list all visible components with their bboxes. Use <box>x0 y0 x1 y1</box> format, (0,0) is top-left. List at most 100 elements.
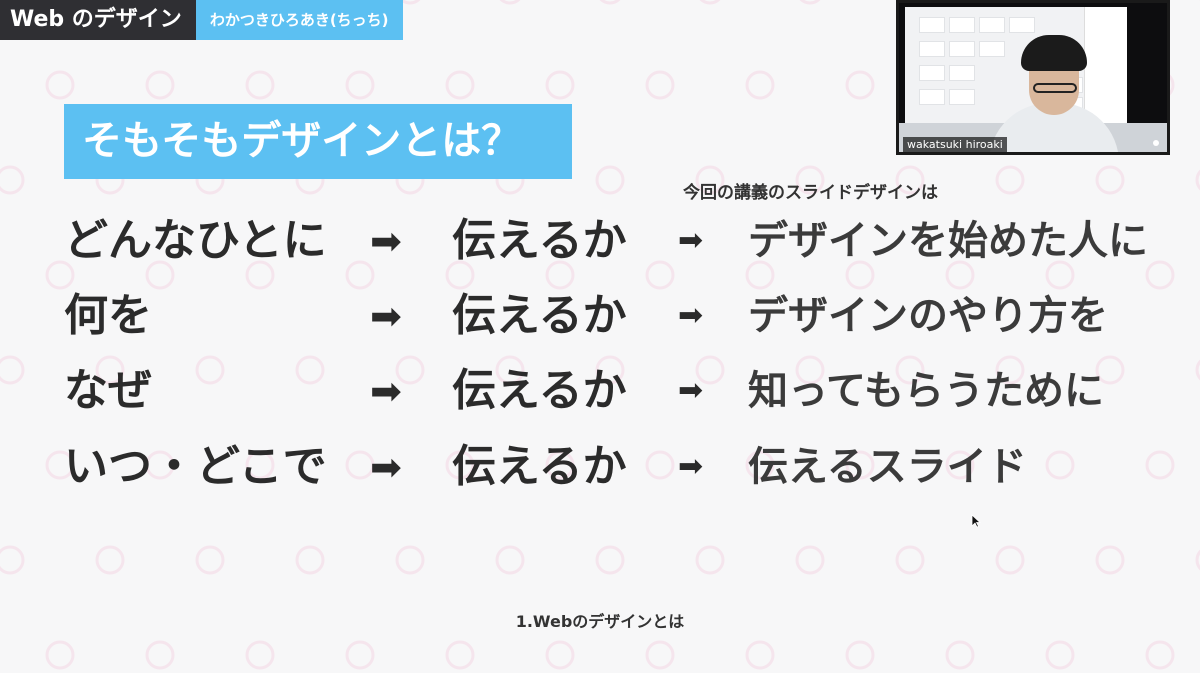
row-right-text: デザインのやり方を <box>748 293 1108 339</box>
background-ring <box>795 165 825 195</box>
webcam-overlay: wakatsuki hiroaki <box>896 0 1170 155</box>
mouse-pointer-icon <box>971 514 981 528</box>
background-ring <box>295 355 325 385</box>
background-ring <box>545 70 575 100</box>
background-ring <box>545 450 575 480</box>
background-ring <box>1095 545 1125 575</box>
background-ring <box>795 355 825 385</box>
background-ring <box>845 260 875 290</box>
background-ring <box>0 355 25 385</box>
background-ring <box>945 640 975 670</box>
background-ring <box>599 0 621 5</box>
background-ring <box>595 545 625 575</box>
right-arrow-icon: ➡ <box>678 373 704 408</box>
slide-row: なぜ ➡ 伝えるか ➡ 知ってもらうために <box>0 361 1200 421</box>
background-ring <box>445 70 475 100</box>
background-ring <box>445 640 475 670</box>
background-ring <box>695 355 725 385</box>
background-ring <box>745 260 775 290</box>
row-right-text: デザインを始めた人に <box>748 218 1148 264</box>
webcam-background-monitor <box>905 7 1127 129</box>
background-ring <box>345 640 375 670</box>
background-ring <box>945 450 975 480</box>
background-ring <box>799 0 821 5</box>
background-ring <box>699 0 721 5</box>
background-ring <box>499 0 521 5</box>
background-ring <box>745 450 775 480</box>
background-ring <box>345 70 375 100</box>
row-mid-text: 伝えるか <box>452 441 627 492</box>
background-ring <box>399 0 421 5</box>
background-ring <box>995 545 1025 575</box>
right-arrow-icon: ➡ <box>678 223 704 258</box>
background-ring <box>745 70 775 100</box>
background-ring <box>845 70 875 100</box>
background-ring <box>645 640 675 670</box>
background-ring <box>695 165 725 195</box>
background-ring <box>45 70 75 100</box>
background-ring <box>945 260 975 290</box>
background-ring <box>995 355 1025 385</box>
background-ring <box>645 450 675 480</box>
background-ring <box>895 355 925 385</box>
background-ring <box>145 640 175 670</box>
background-ring <box>445 450 475 480</box>
row-right-text: 知ってもらうために <box>748 368 1104 414</box>
slide-caption: 今回の講義のスライドデザインは <box>683 183 938 203</box>
row-left-text: いつ・どこで <box>64 441 327 492</box>
background-ring <box>195 355 225 385</box>
background-ring <box>1095 355 1125 385</box>
background-ring <box>595 165 625 195</box>
background-ring <box>645 70 675 100</box>
background-ring <box>495 355 525 385</box>
webcam-monitor-sidebar <box>1084 7 1127 129</box>
row-mid-text: 伝えるか <box>452 365 627 416</box>
background-ring <box>0 165 25 195</box>
right-arrow-icon: ➡ <box>370 445 402 489</box>
background-ring <box>145 70 175 100</box>
background-ring <box>345 260 375 290</box>
background-ring <box>45 260 75 290</box>
background-ring <box>245 70 275 100</box>
background-ring <box>145 260 175 290</box>
background-ring <box>1045 450 1075 480</box>
speaker-name: わかつきひろあき(ちっち) <box>195 0 403 40</box>
background-ring <box>395 355 425 385</box>
background-ring <box>845 450 875 480</box>
background-ring <box>1145 450 1175 480</box>
background-ring <box>895 165 925 195</box>
webcam-name-label: wakatsuki hiroaki <box>903 137 1007 152</box>
right-arrow-icon: ➡ <box>370 219 402 263</box>
background-ring <box>995 165 1025 195</box>
background-ring <box>1145 260 1175 290</box>
background-ring <box>595 355 625 385</box>
background-ring <box>295 545 325 575</box>
background-ring <box>1095 165 1125 195</box>
background-ring <box>45 640 75 670</box>
slide-row: 何を ➡ 伝えるか ➡ デザインのやり方を <box>0 286 1200 346</box>
slide-row: どんなひとに ➡ 伝えるか ➡ デザインを始めた人に <box>0 211 1200 271</box>
background-ring <box>245 260 275 290</box>
background-ring <box>895 545 925 575</box>
row-left-text: どんなひとに <box>64 215 327 266</box>
background-ring <box>1045 260 1075 290</box>
webcam-person-hair <box>1021 35 1087 71</box>
row-mid-text: 伝えるか <box>452 290 627 341</box>
slide-footer: 1.Webのデザインとは <box>515 612 685 631</box>
background-ring <box>1195 359 1200 381</box>
background-ring <box>845 640 875 670</box>
right-arrow-icon: ➡ <box>370 369 402 413</box>
background-ring <box>795 545 825 575</box>
header-tag: Web のデザイン わかつきひろあき(ちっち) <box>0 0 403 40</box>
background-ring <box>495 545 525 575</box>
background-ring <box>345 450 375 480</box>
background-ring <box>695 545 725 575</box>
background-ring <box>1195 549 1200 571</box>
background-ring <box>395 545 425 575</box>
background-ring <box>545 640 575 670</box>
webcam-person-glasses <box>1033 83 1077 93</box>
background-ring <box>545 260 575 290</box>
webcam-status-dot <box>1153 140 1159 146</box>
background-ring <box>1145 640 1175 670</box>
